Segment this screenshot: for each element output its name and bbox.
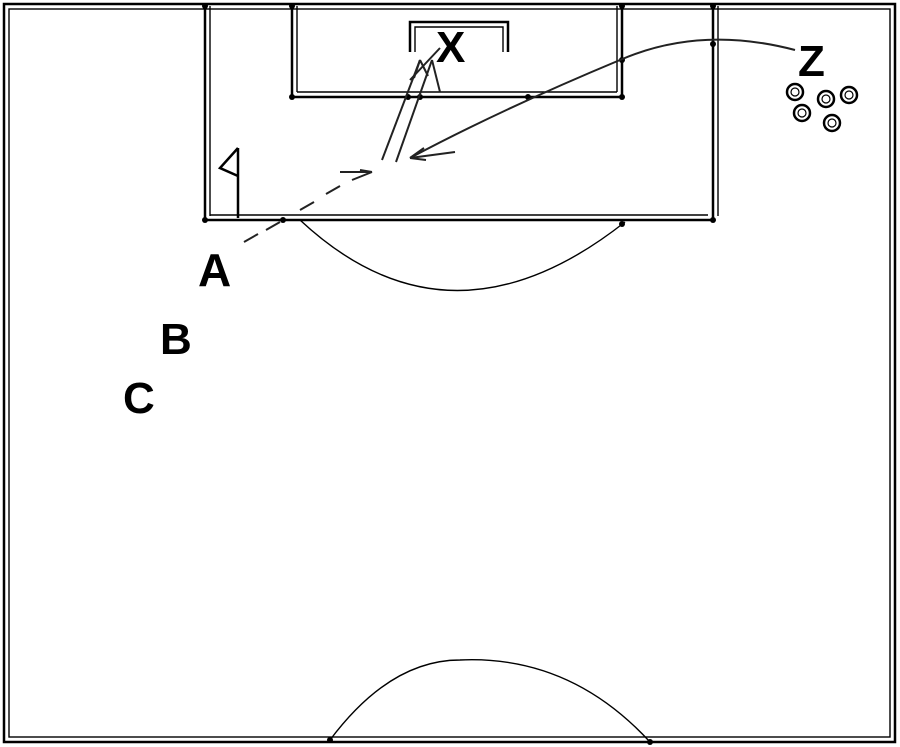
cross-arrowhead [409, 147, 456, 161]
label-x: X [436, 23, 465, 72]
dashed-run-a [243, 169, 373, 243]
line-junction-dots [202, 3, 716, 745]
label-a: A [198, 244, 231, 296]
center-circle-arc [329, 659, 651, 743]
pitch-boundary-inner [8, 8, 891, 738]
penalty-arc [299, 219, 626, 292]
goal [408, 20, 510, 52]
label-c: C [123, 374, 155, 423]
label-z: Z [798, 37, 825, 86]
flag-marker [217, 147, 240, 218]
cross-path [409, 38, 796, 159]
goal-area [290, 6, 624, 99]
ball-group [785, 82, 859, 133]
label-b: B [160, 315, 192, 364]
run-to-goal-paths [381, 47, 441, 163]
